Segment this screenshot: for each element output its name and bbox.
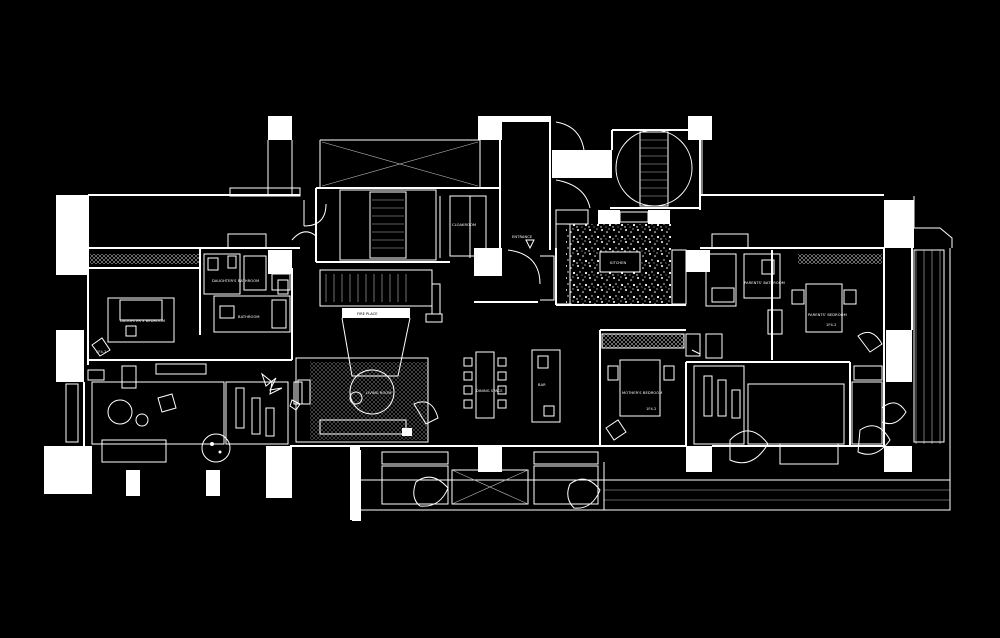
svg-text:1F4.2: 1F4.2 — [826, 323, 837, 327]
balcony-right — [693, 365, 907, 465]
bar-label: BAR — [538, 383, 546, 387]
planters-bottom — [381, 451, 950, 510]
daughters-bathroom-label: DAUGHTER'S BATHROOM — [212, 279, 259, 283]
svg-text:1F4.2: 1F4.2 — [646, 407, 657, 411]
kitchen-label: KITCHEN — [610, 261, 626, 265]
void-bottom — [451, 469, 529, 505]
daughters-bedroom: DAUGHTER'S BEDROOM 1F4.2 — [90, 254, 200, 357]
kitchen: KITCHEN — [555, 209, 687, 305]
dining-space-label: DINING SPACE — [476, 389, 503, 393]
mothers-bedroom: MOTHER'S BEDROOM 1F4.2 — [601, 333, 723, 441]
entrance-label: ENTRANCE — [512, 235, 533, 239]
balcony-left — [65, 363, 303, 463]
svg-text:1F4.2: 1F4.2 — [96, 350, 107, 354]
dining-bar: DINING SPACE BAR — [463, 301, 561, 423]
bathroom-label: BATHROOM — [238, 315, 260, 319]
fire-place-label: FIRE PLACE — [357, 312, 378, 316]
daughters-bathroom: DAUGHTER'S BATHROOM BATHROOM — [203, 253, 291, 333]
exterior-deck-right — [913, 249, 945, 444]
misc-fixtures — [87, 187, 443, 381]
structural-walls — [44, 116, 914, 520]
living-room-label: LIVING ROOM — [366, 391, 392, 395]
parents-bedroom: PARENTS' BEDROOM 1F4.2 — [767, 254, 883, 353]
parents-bathroom: PARENTS' BATHROOM — [705, 233, 785, 307]
parents-bathroom-label: PARENTS' BATHROOM — [744, 281, 785, 285]
entrance: ENTRANCE — [507, 235, 555, 301]
parents-bedroom-label: PARENTS' BEDROOM — [808, 313, 847, 317]
daughters-bedroom-label: DAUGHTER'S BEDROOM — [120, 319, 165, 323]
stair-void-top — [321, 141, 479, 261]
cloakroom: CLOAKROOM — [303, 195, 487, 257]
stair-right — [555, 121, 693, 209]
cloakroom-label: CLOAKROOM — [452, 223, 476, 227]
living-area: FIRE PLACE LIVING ROOM — [289, 269, 441, 443]
mothers-bedroom-label: MOTHER'S BEDROOM — [622, 391, 662, 395]
